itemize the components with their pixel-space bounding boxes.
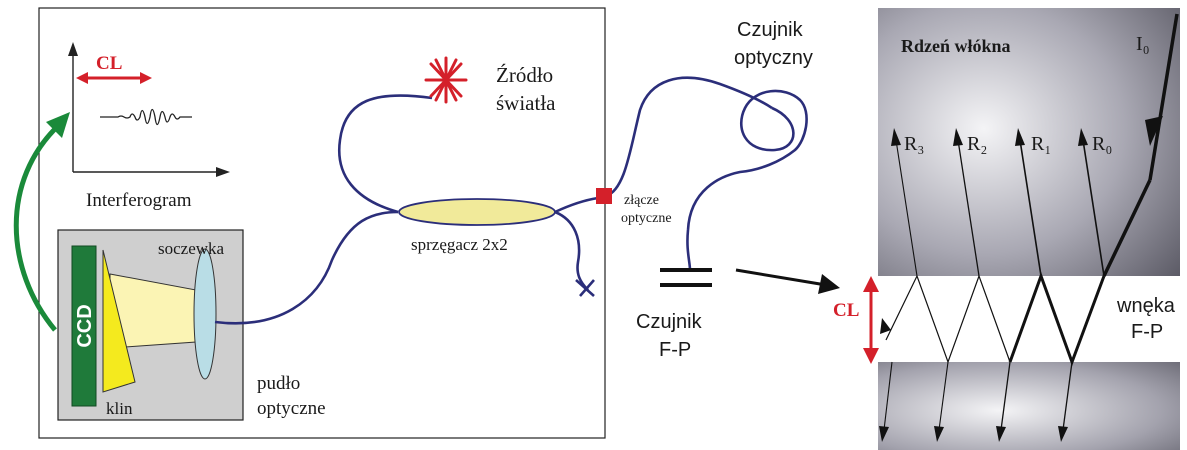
reflected-beam-r3 — [895, 139, 918, 277]
source-label-line2: światła — [496, 91, 556, 115]
transmitted-beam-3 — [938, 361, 949, 431]
instrument-frame — [38, 7, 606, 439]
cl-label-interferogram: CL — [96, 53, 122, 74]
cl-cavity-label: CL — [833, 300, 859, 321]
fiber-core-block — [878, 8, 1180, 276]
fiber-sensor-loop — [686, 89, 808, 271]
incident-beam-lower — [1102, 179, 1152, 277]
feedback-arrowhead-icon — [46, 112, 70, 138]
cavity-zigzag-thin — [885, 274, 1011, 364]
end-block — [878, 362, 1180, 450]
pudlo-label-line2: optyczne — [257, 398, 326, 419]
fp-sensor-icon — [660, 268, 712, 287]
source-label-line1: Źródło — [496, 63, 553, 87]
transmitted-beam-1 — [1062, 361, 1073, 431]
red-square-connector-icon — [596, 188, 612, 204]
klin-label: klin — [106, 399, 133, 418]
core-label: Rdzeń włókna — [901, 36, 1011, 56]
leftmost-reflection-arrowhead-icon — [880, 318, 891, 334]
coupler-icon — [398, 198, 556, 226]
soczewka-label: soczewka — [158, 239, 225, 258]
starburst-light-source-icon — [424, 56, 468, 104]
r3-label: R₃ — [904, 133, 924, 155]
fiber-coupler-to-termination — [554, 210, 589, 291]
cavity-label-line1: wnęka — [1116, 295, 1176, 317]
wedge — [102, 249, 136, 393]
lens-icon — [193, 248, 217, 380]
cl-arrow-right-icon — [140, 72, 152, 84]
r0-arrowhead-icon — [1078, 128, 1088, 146]
connector-label-line1: złącze — [624, 193, 659, 208]
optical-fibers — [214, 76, 808, 325]
transmitted-arrowhead-1-icon — [1058, 426, 1068, 442]
cl-arrow-left-icon — [76, 72, 88, 84]
reflected-beam-r2 — [957, 139, 980, 277]
r1-arrowhead-icon — [1015, 128, 1025, 146]
optical-box: CCD soczewka klin — [57, 229, 244, 421]
transmitted-arrowhead-2-icon — [996, 426, 1006, 442]
interferogram-plot: CL Interferogram — [68, 42, 230, 211]
ccd-sensor — [71, 245, 97, 407]
cl-cavity-down-icon — [863, 348, 879, 364]
cavity-label-line2: F-P — [1131, 321, 1163, 343]
transmitted-arrowhead-4-icon — [879, 426, 889, 442]
fp-sensor-label-line1: Czujnik — [636, 311, 703, 333]
r1-label: R₁ — [1031, 133, 1051, 155]
x-axis-arrow-icon — [216, 167, 230, 177]
optical-sensor-label-line2: optyczny — [734, 47, 813, 69]
incident-arrowhead-icon — [1145, 116, 1163, 146]
interferogram-label: Interferogram — [86, 190, 192, 211]
fiber-lens-to-coupler — [214, 210, 399, 325]
r2-arrowhead-icon — [953, 128, 963, 146]
fiber-termination-icon — [575, 279, 595, 297]
r3-arrowhead-icon — [891, 128, 901, 146]
cavity-zigzag-thick — [1008, 271, 1106, 367]
fiber-connector-to-sensor — [605, 76, 773, 198]
pudlo-label-line1: pudło — [257, 373, 300, 394]
fiber-coupler-to-connector — [554, 196, 599, 214]
r0-label: R₀ — [1092, 133, 1112, 155]
connector-label-line2: optyczne — [621, 211, 672, 226]
transmitted-beam-4 — [883, 361, 893, 431]
coupler-label: sprzęgacz 2x2 — [411, 235, 508, 254]
ccd-label: CCD — [74, 304, 96, 347]
fiber-source-to-coupler — [337, 94, 433, 214]
reflected-beam-r1 — [1019, 139, 1042, 277]
optical-sensor-label-line1: Czujnik — [737, 19, 804, 41]
fp-sensor-label-line2: F-P — [659, 339, 691, 361]
cl-cavity-up-icon — [863, 276, 879, 292]
feedback-arrow — [13, 121, 63, 332]
r2-label: R₂ — [967, 133, 987, 155]
incident-beam — [1148, 13, 1179, 181]
fp-cavity-detail: Rdzeń włókna I₀ R₃ R₂ R₁ R₀ — [833, 8, 1180, 450]
zoom-arrow — [735, 268, 827, 287]
transmitted-arrowhead-3-icon — [934, 426, 944, 442]
reflected-beam-r0 — [1082, 139, 1105, 277]
y-axis-arrow-icon — [68, 42, 78, 56]
transmitted-beam-2 — [1000, 361, 1011, 431]
interferogram-signal — [100, 108, 192, 126]
i0-label: I₀ — [1136, 33, 1150, 55]
zoom-arrowhead-icon — [818, 274, 840, 294]
